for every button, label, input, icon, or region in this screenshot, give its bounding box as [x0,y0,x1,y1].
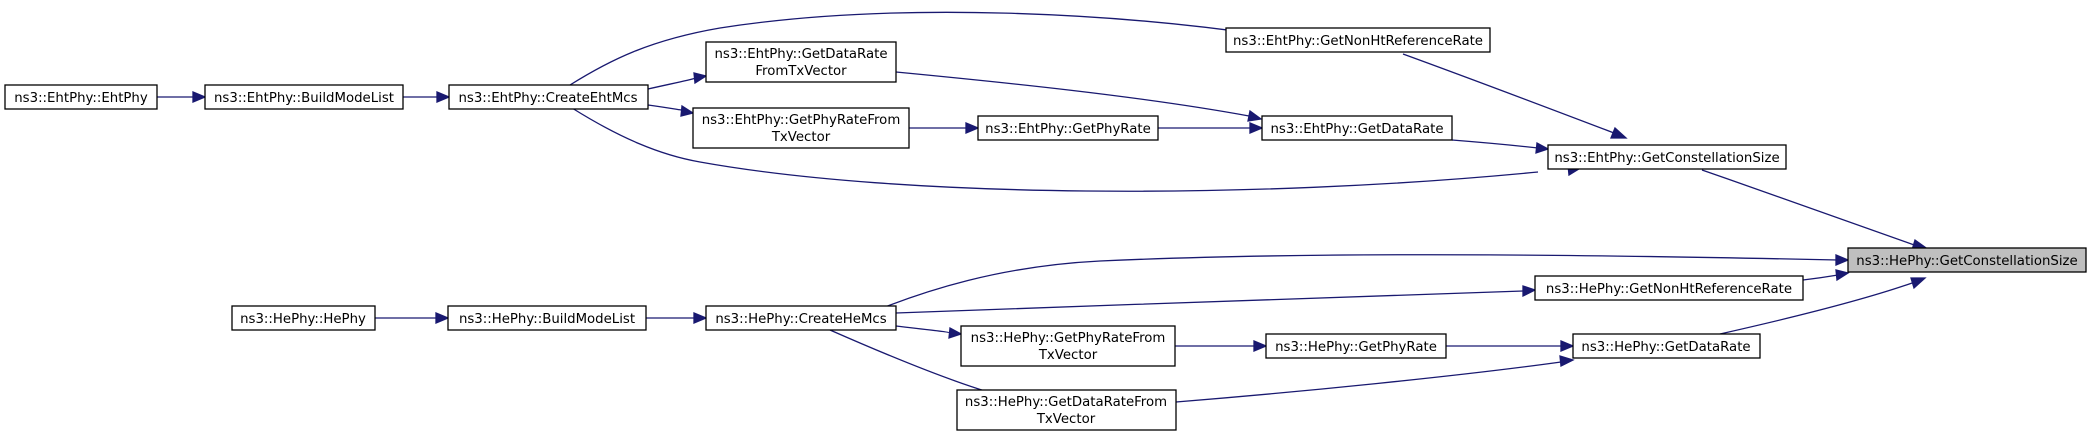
svg-text:ns3::EhtPhy::GetDataRate: ns3::EhtPhy::GetDataRate [1270,122,1443,137]
svg-text:ns3::EhtPhy::GetPhyRateFrom: ns3::EhtPhy::GetPhyRateFrom [702,113,901,128]
svg-text:TxVector: TxVector [1038,348,1098,363]
edge-eht-phyrate-from-txvector-to-eht-phyrate [908,122,980,134]
node-eht-get-data-rate-from-tx-vector[interactable]: ns3::EhtPhy::GetDataRate FromTxVector [705,41,897,83]
edge-eht-constellation-to-he-constellation [1701,169,1932,251]
node-he-build-mode-list[interactable]: ns3::HePhy::BuildModeList [447,305,647,331]
svg-text:FromTxVector: FromTxVector [755,64,847,79]
edge-eht-nonht-to-eht-constellation [1402,53,1628,139]
node-eht-get-phy-rate-from-tx-vector[interactable]: ns3::EhtPhy::GetPhyRateFrom TxVector [692,107,910,149]
svg-text:ns3::EhtPhy::BuildModeList: ns3::EhtPhy::BuildModeList [214,91,394,106]
edge-eht-create-mcs-to-eht-phyrate-from-txvector [647,104,695,117]
edge-he-phyrate-from-txvector-to-he-phyrate [1175,340,1268,352]
svg-text:ns3::EhtPhy::GetPhyRate: ns3::EhtPhy::GetPhyRate [985,122,1151,137]
edge-eht-phyrate-to-eht-datarate [1158,122,1264,134]
svg-text:ns3::HePhy::GetNonHtReferenceR: ns3::HePhy::GetNonHtReferenceRate [1546,282,1792,297]
edge-he-nonht-to-he-constellation [1802,269,1850,282]
edge-eht-datarate-to-eht-constellation [1451,139,1550,154]
svg-text:ns3::HePhy::GetPhyRate: ns3::HePhy::GetPhyRate [1275,340,1437,355]
svg-text:ns3::HePhy::GetDataRate: ns3::HePhy::GetDataRate [1581,340,1750,355]
svg-text:ns3::HePhy::HePhy: ns3::HePhy::HePhy [240,312,366,327]
svg-text:ns3::HePhy::GetPhyRateFrom: ns3::HePhy::GetPhyRateFrom [971,331,1166,346]
svg-text:ns3::HePhy::BuildModeList: ns3::HePhy::BuildModeList [459,312,635,327]
svg-text:ns3::EhtPhy::EhtPhy: ns3::EhtPhy::EhtPhy [14,91,148,106]
edge-eht-datarate-from-txvector-to-eht-datarate [895,71,1263,122]
edge-eht-create-mcs-to-eht-datarate-from-txvector [647,72,708,90]
node-eht-create-eht-mcs[interactable]: ns3::EhtPhy::CreateEhtMcs [448,84,649,110]
node-eht-build-mode-list[interactable]: ns3::EhtPhy::BuildModeList [204,84,404,110]
edge-he-create-mcs-to-he-phyrate-from-txvector [895,325,963,339]
svg-text:ns3::EhtPhy::GetDataRate: ns3::EhtPhy::GetDataRate [714,47,887,62]
edge-eht-ehtphy-to-eht-buildmodelist [156,91,207,103]
node-he-get-data-rate-from-tx-vector[interactable]: ns3::HePhy::GetDataRateFrom TxVector [956,389,1177,431]
node-eht-get-non-ht-reference-rate[interactable]: ns3::EhtPhy::GetNonHtReferenceRate [1225,27,1491,53]
edge-he-hephy-to-he-buildmodelist [375,312,450,324]
svg-text:ns3::HePhy::GetDataRateFrom: ns3::HePhy::GetDataRateFrom [965,395,1167,410]
node-he-get-constellation-size[interactable]: ns3::HePhy::GetConstellationSize [1847,247,2087,273]
svg-text:ns3::HePhy::CreateHeMcs: ns3::HePhy::CreateHeMcs [715,312,886,327]
edge-he-create-mcs-to-he-constellation [864,254,1850,316]
node-eht-eht-phy[interactable]: ns3::EhtPhy::EhtPhy [4,84,158,110]
node-he-he-phy[interactable]: ns3::HePhy::HePhy [231,305,376,331]
edge-eht-buildmodelist-to-eht-create-mcs [402,91,451,103]
edge-he-phyrate-to-he-datarate [1446,340,1575,352]
svg-text:ns3::EhtPhy::GetNonHtReference: ns3::EhtPhy::GetNonHtReferenceRate [1233,34,1483,49]
node-eht-get-phy-rate[interactable]: ns3::EhtPhy::GetPhyRate [977,115,1159,141]
svg-text:TxVector: TxVector [1036,412,1096,427]
edge-he-datarate-to-he-constellation [1719,277,1927,335]
node-he-get-data-rate[interactable]: ns3::HePhy::GetDataRate [1572,333,1761,359]
node-eht-get-constellation-size[interactable]: ns3::EhtPhy::GetConstellationSize [1547,144,1787,170]
svg-text:ns3::EhtPhy::CreateEhtMcs: ns3::EhtPhy::CreateEhtMcs [458,91,637,106]
node-eht-get-data-rate[interactable]: ns3::EhtPhy::GetDataRate [1261,115,1453,141]
node-he-create-he-mcs[interactable]: ns3::HePhy::CreateHeMcs [705,305,897,331]
svg-text:ns3::HePhy::GetConstellationSi: ns3::HePhy::GetConstellationSize [1856,254,2077,269]
svg-text:ns3::EhtPhy::GetConstellationS: ns3::EhtPhy::GetConstellationSize [1554,151,1779,166]
svg-text:TxVector: TxVector [771,130,831,145]
node-he-get-phy-rate-from-tx-vector[interactable]: ns3::HePhy::GetPhyRateFrom TxVector [960,325,1176,367]
edge-he-datarate-from-txvector-to-he-datarate [1175,355,1575,403]
edge-he-buildmodelist-to-he-create-mcs [646,312,708,324]
node-he-get-phy-rate[interactable]: ns3::HePhy::GetPhyRate [1265,333,1447,359]
edge-he-create-mcs-to-he-nonht [895,285,1537,314]
node-he-get-non-ht-reference-rate[interactable]: ns3::HePhy::GetNonHtReferenceRate [1534,275,1804,301]
